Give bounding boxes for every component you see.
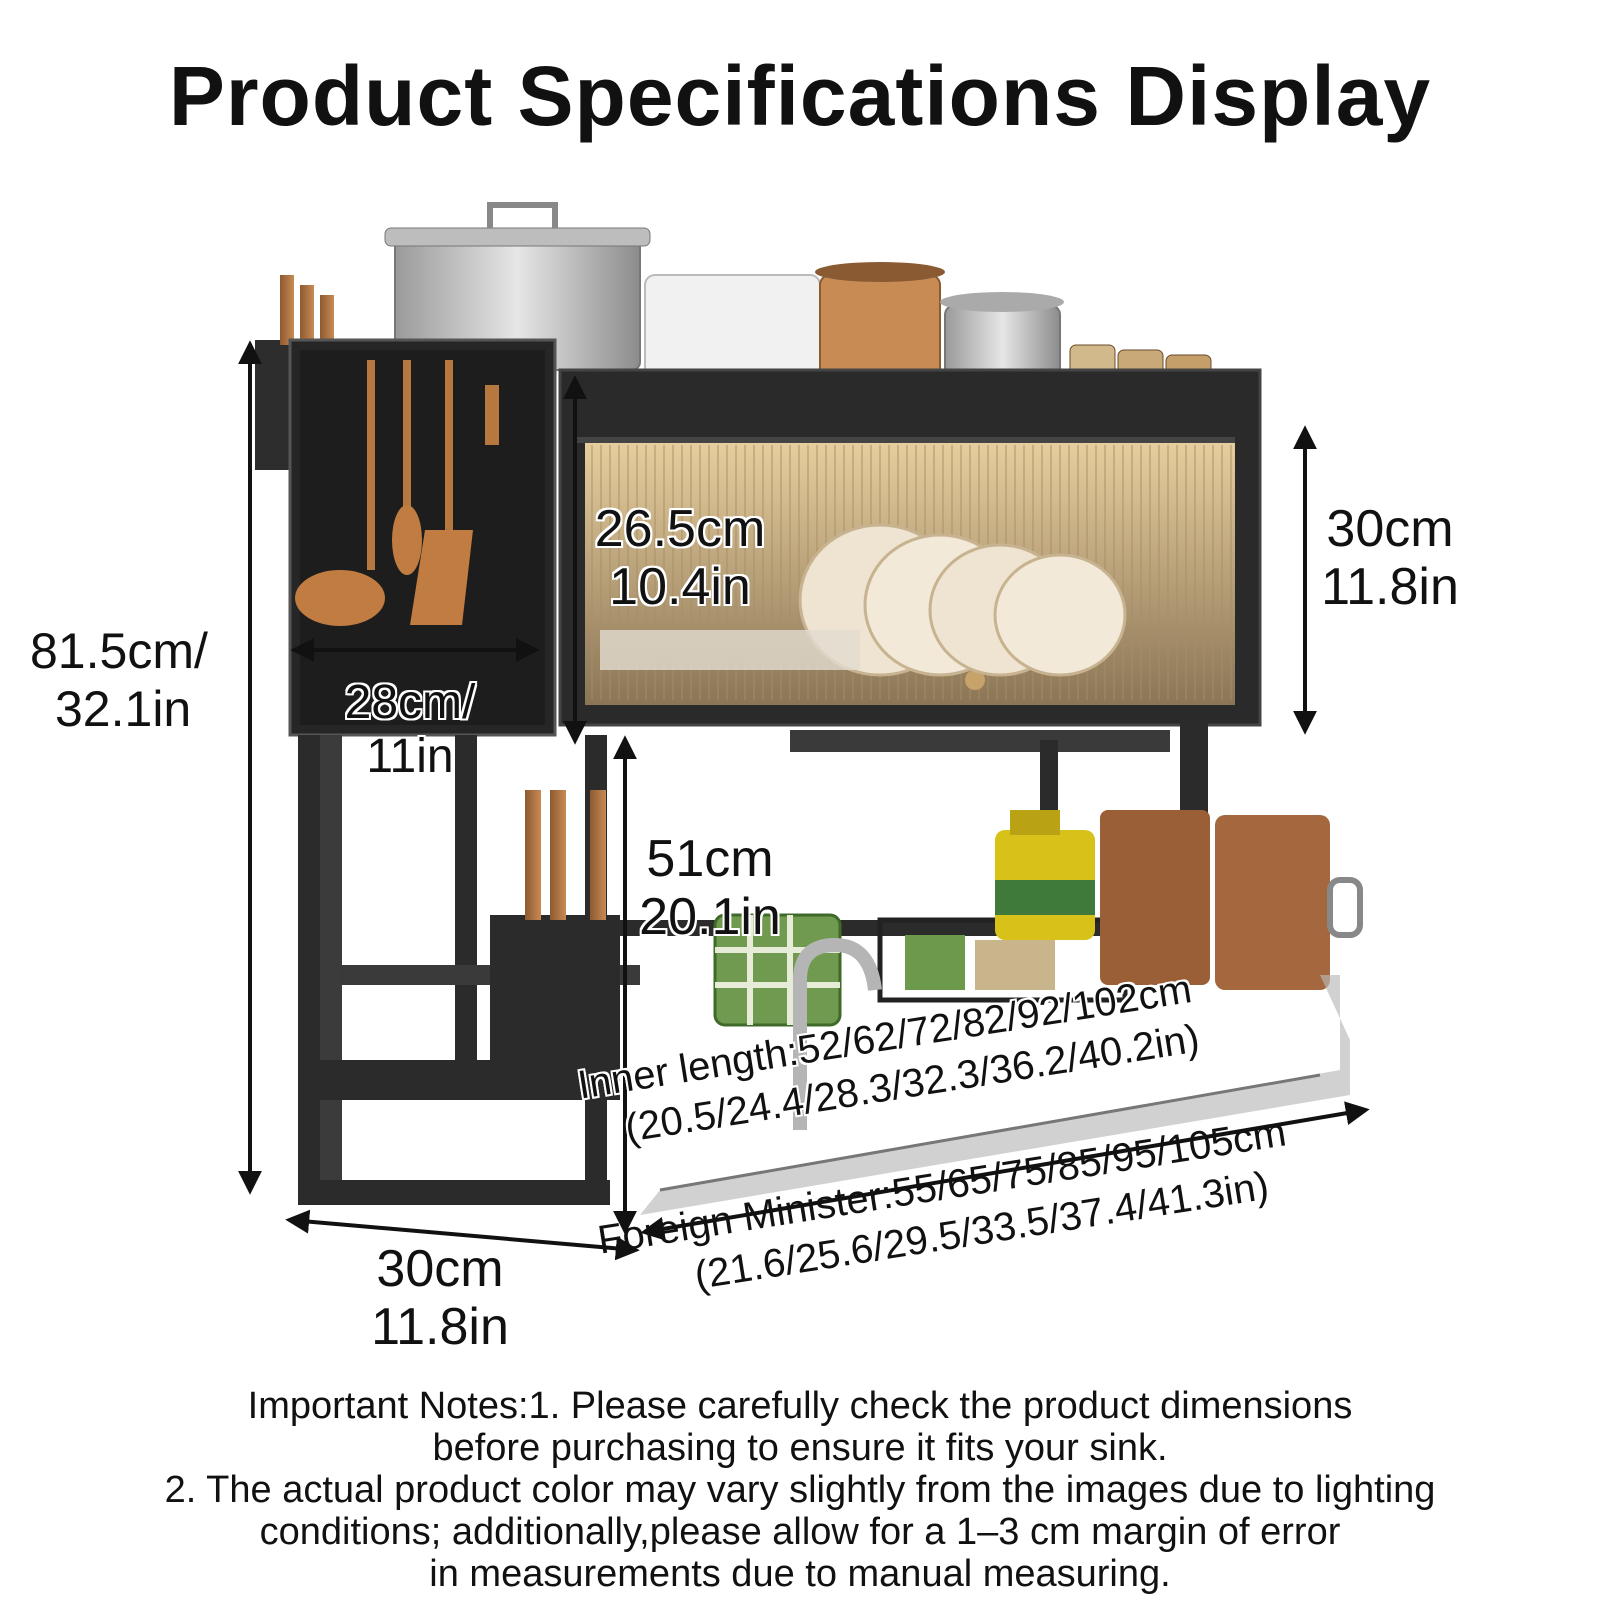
stockpot [384,202,651,371]
note-line: conditions; additionally,please allow fo… [259,1511,1341,1553]
total-height-label: 81.5cm/ 32.1in [30,623,208,737]
note-line: 2. The actual product color may vary sli… [164,1469,1436,1511]
detergent-bottle [995,810,1095,940]
outer-height-label: 30cm 11.8in [1321,500,1459,616]
stacked-plates [600,523,1127,677]
page-title: Product Specifications Display [168,49,1432,143]
note-line: in measurements due to manual measuring. [429,1553,1171,1595]
note-line: Important Notes:1. Please carefully chec… [247,1385,1353,1427]
side-panel [288,338,557,737]
knife-block [490,790,620,1065]
important-notes: Important Notes:1. Please carefully chec… [40,1385,1560,1595]
inner-height-label: 26.5cm 10.4in [594,500,766,616]
lower-frame [298,720,1208,1205]
cutting-boards [1100,810,1363,990]
side-width-label: 28cm/ 11in [344,676,476,783]
sponge-basket [877,917,1128,1003]
depth-label: 30cm 11.8in [371,1240,509,1356]
faucet [793,937,882,1130]
dimension-arrows [238,340,1370,1261]
depth-arrow [285,1209,640,1261]
drip-tray [790,730,1170,752]
dish-towel [713,913,842,1027]
length-arrow [640,1101,1370,1241]
lower-clearance-label: 51cm 20.1in [639,830,781,946]
hanging-utensils [295,360,499,626]
note-line: before purchasing to ensure it fits your… [432,1427,1168,1469]
